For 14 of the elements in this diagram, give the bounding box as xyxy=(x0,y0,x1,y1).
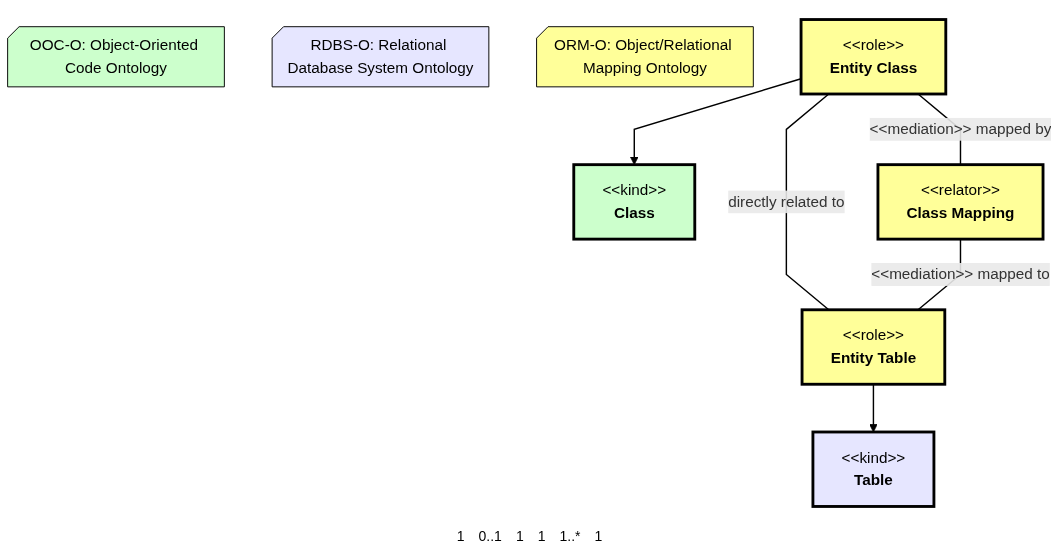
multiplicity-label: 1 xyxy=(456,528,465,544)
edge-label: <<mediation>> mapped to xyxy=(871,265,1050,283)
multiplicity-label: 1 xyxy=(537,528,546,544)
multiplicity-label: 1..* xyxy=(559,528,581,544)
multiplicity-label: 1 xyxy=(594,528,603,544)
edge-label: <<mediation>> mapped by xyxy=(869,120,1052,137)
multiplicity-label: 0..1 xyxy=(478,528,502,544)
node-box: <<kind>> Table xyxy=(811,430,936,508)
node-box: <<role>> Entity Class xyxy=(799,18,948,96)
multiplicity-label: 1 xyxy=(515,528,524,544)
edge-label: directly related to xyxy=(728,193,845,210)
node-box: <<role>> Entity Table xyxy=(800,308,947,386)
node-box: <<relator>> Class Mapping xyxy=(876,163,1045,241)
node-box: <<kind>> Class xyxy=(572,163,697,241)
